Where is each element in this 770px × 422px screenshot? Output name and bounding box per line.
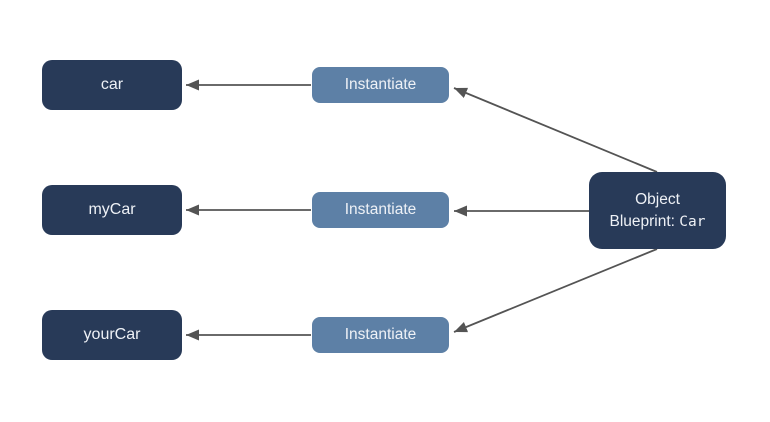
node-object-blueprint: Object Blueprint: Car bbox=[589, 172, 726, 249]
node-instantiate-3-label: Instantiate bbox=[344, 326, 417, 343]
node-car: car bbox=[42, 60, 182, 110]
blueprint-line1: Object bbox=[635, 190, 680, 208]
node-car-label: car bbox=[100, 76, 124, 93]
node-instantiate-2: Instantiate bbox=[312, 192, 449, 228]
node-instantiate-1-label: Instantiate bbox=[344, 76, 417, 93]
node-mycar-label: myCar bbox=[88, 201, 136, 218]
blueprint-line2: Blueprint: Car bbox=[610, 211, 706, 233]
blueprint-line2-prefix: Blueprint: bbox=[609, 212, 680, 230]
node-mycar: myCar bbox=[42, 185, 182, 235]
node-instantiate-1: Instantiate bbox=[312, 67, 449, 103]
arrow-blueprint-to-instantiate1 bbox=[453, 87, 658, 173]
node-instantiate-3: Instantiate bbox=[312, 317, 449, 353]
node-yourcar: yourCar bbox=[42, 310, 182, 360]
node-yourcar-label: yourCar bbox=[83, 326, 141, 343]
node-instantiate-2-label: Instantiate bbox=[344, 201, 417, 218]
blueprint-line2-code: Car bbox=[679, 213, 706, 230]
arrow-blueprint-to-instantiate3 bbox=[453, 248, 658, 333]
